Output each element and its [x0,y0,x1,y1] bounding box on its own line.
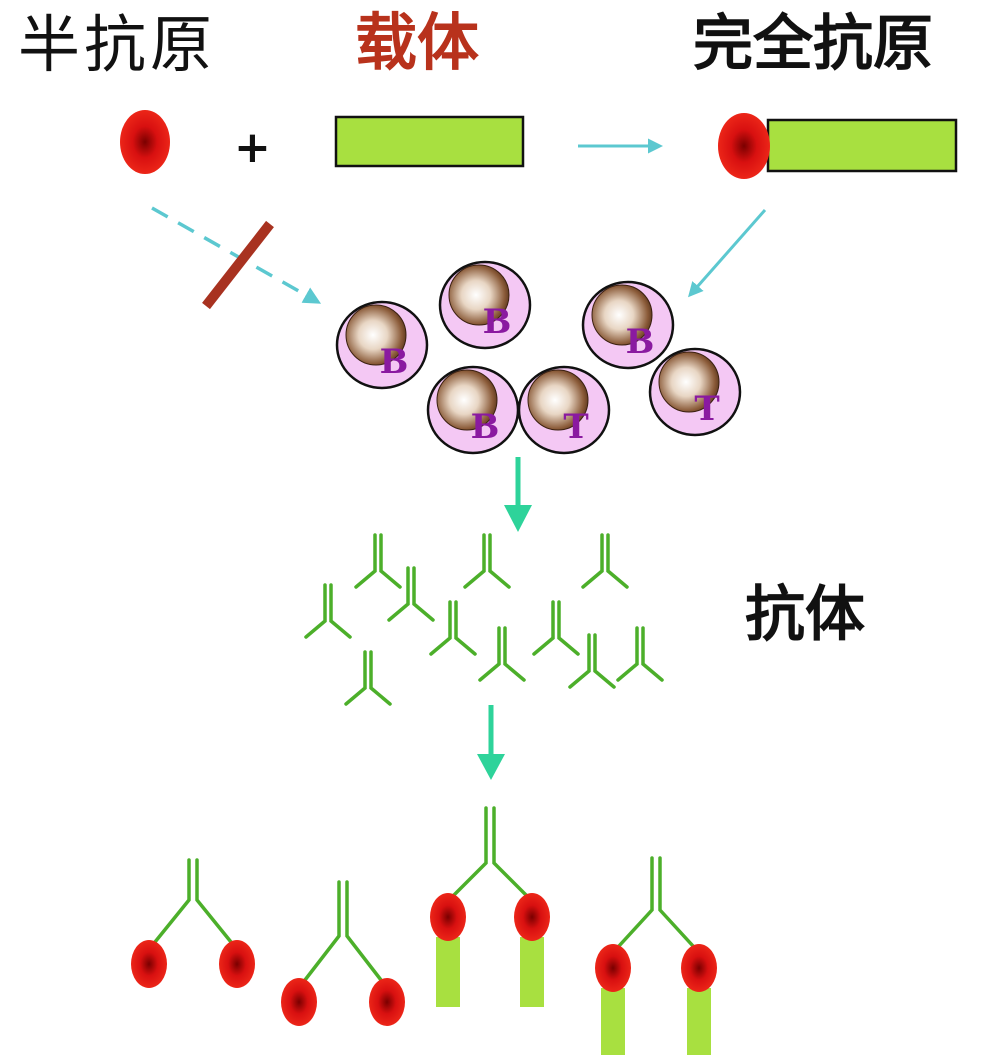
carrier-molecule [520,937,544,1007]
complex-antibody-hapten [281,880,405,1026]
carrier-label: 载体 [355,6,480,79]
cell-nucleus [591,284,653,346]
hapten-molecule [514,893,550,941]
arrow-to-antibodies [504,457,532,532]
antibody-label: 抗体 [745,580,865,650]
plus-sign: + [234,122,271,173]
antibody [387,566,435,622]
antibody [429,600,477,656]
hapten-label: 半抗原 [18,8,217,81]
hapten-molecule [281,978,317,1026]
carrier-molecule [601,988,625,1055]
carrier-molecule [687,988,711,1055]
antibody [344,650,392,706]
antibody [153,858,233,944]
hapten-no-response-arrow [151,206,322,304]
lymphocyte-t-cell: T [648,347,742,437]
carrier-molecule [334,115,525,168]
cell-nucleus [436,369,498,431]
cell-type-letter: T [694,389,719,429]
block-bar-icon [202,220,274,310]
antibody [581,533,629,589]
hapten-molecule [219,940,255,988]
hapten-molecule [131,940,167,988]
antibody [354,533,402,589]
lymphocyte-b-cell: B [438,260,532,350]
complex-antibody-hapten [131,858,255,988]
complete-antigen [718,113,958,179]
cell-nucleus [448,264,510,326]
lymphocyte-b-cell: B [581,280,675,370]
arrow-to-complexes [477,705,505,780]
complete-antigen-carrier [766,118,958,173]
cell-type-letter: B [626,322,655,362]
antibody [617,856,695,948]
antibody [478,626,526,682]
antibody [452,806,528,897]
hapten-molecule [120,110,170,174]
complex-antibody-hapten-carrier [430,806,550,1007]
complete-antigen-to-cells-arrow [688,209,767,298]
antibody [304,583,352,639]
lymphocyte-t-cell: T [517,365,611,455]
cell-type-letter: B [471,407,500,447]
hapten-molecule [430,893,466,941]
cell-nucleus [345,304,407,366]
cell-type-letter: B [483,302,512,342]
lymphocyte-b-cell: B [426,365,520,455]
antibody [616,626,664,682]
cell-type-letter: T [563,407,588,447]
complete-antigen-hapten [718,113,770,179]
complete-antigen-label: 完全抗原 [693,9,933,79]
cell-nucleus [527,369,589,431]
hapten-molecule [369,978,405,1026]
cell-type-letter: B [380,342,409,382]
hapten-molecule [681,944,717,992]
antibody [463,533,511,589]
antibody [568,633,616,689]
complex-antibody-hapten-carrier [595,856,717,1055]
cell-nucleus [658,351,720,413]
carrier-molecule [436,937,460,1007]
antibody [303,880,383,982]
hapten-molecule [595,944,631,992]
antibody [532,600,580,656]
lymphocyte-b-cell: B [335,300,429,390]
